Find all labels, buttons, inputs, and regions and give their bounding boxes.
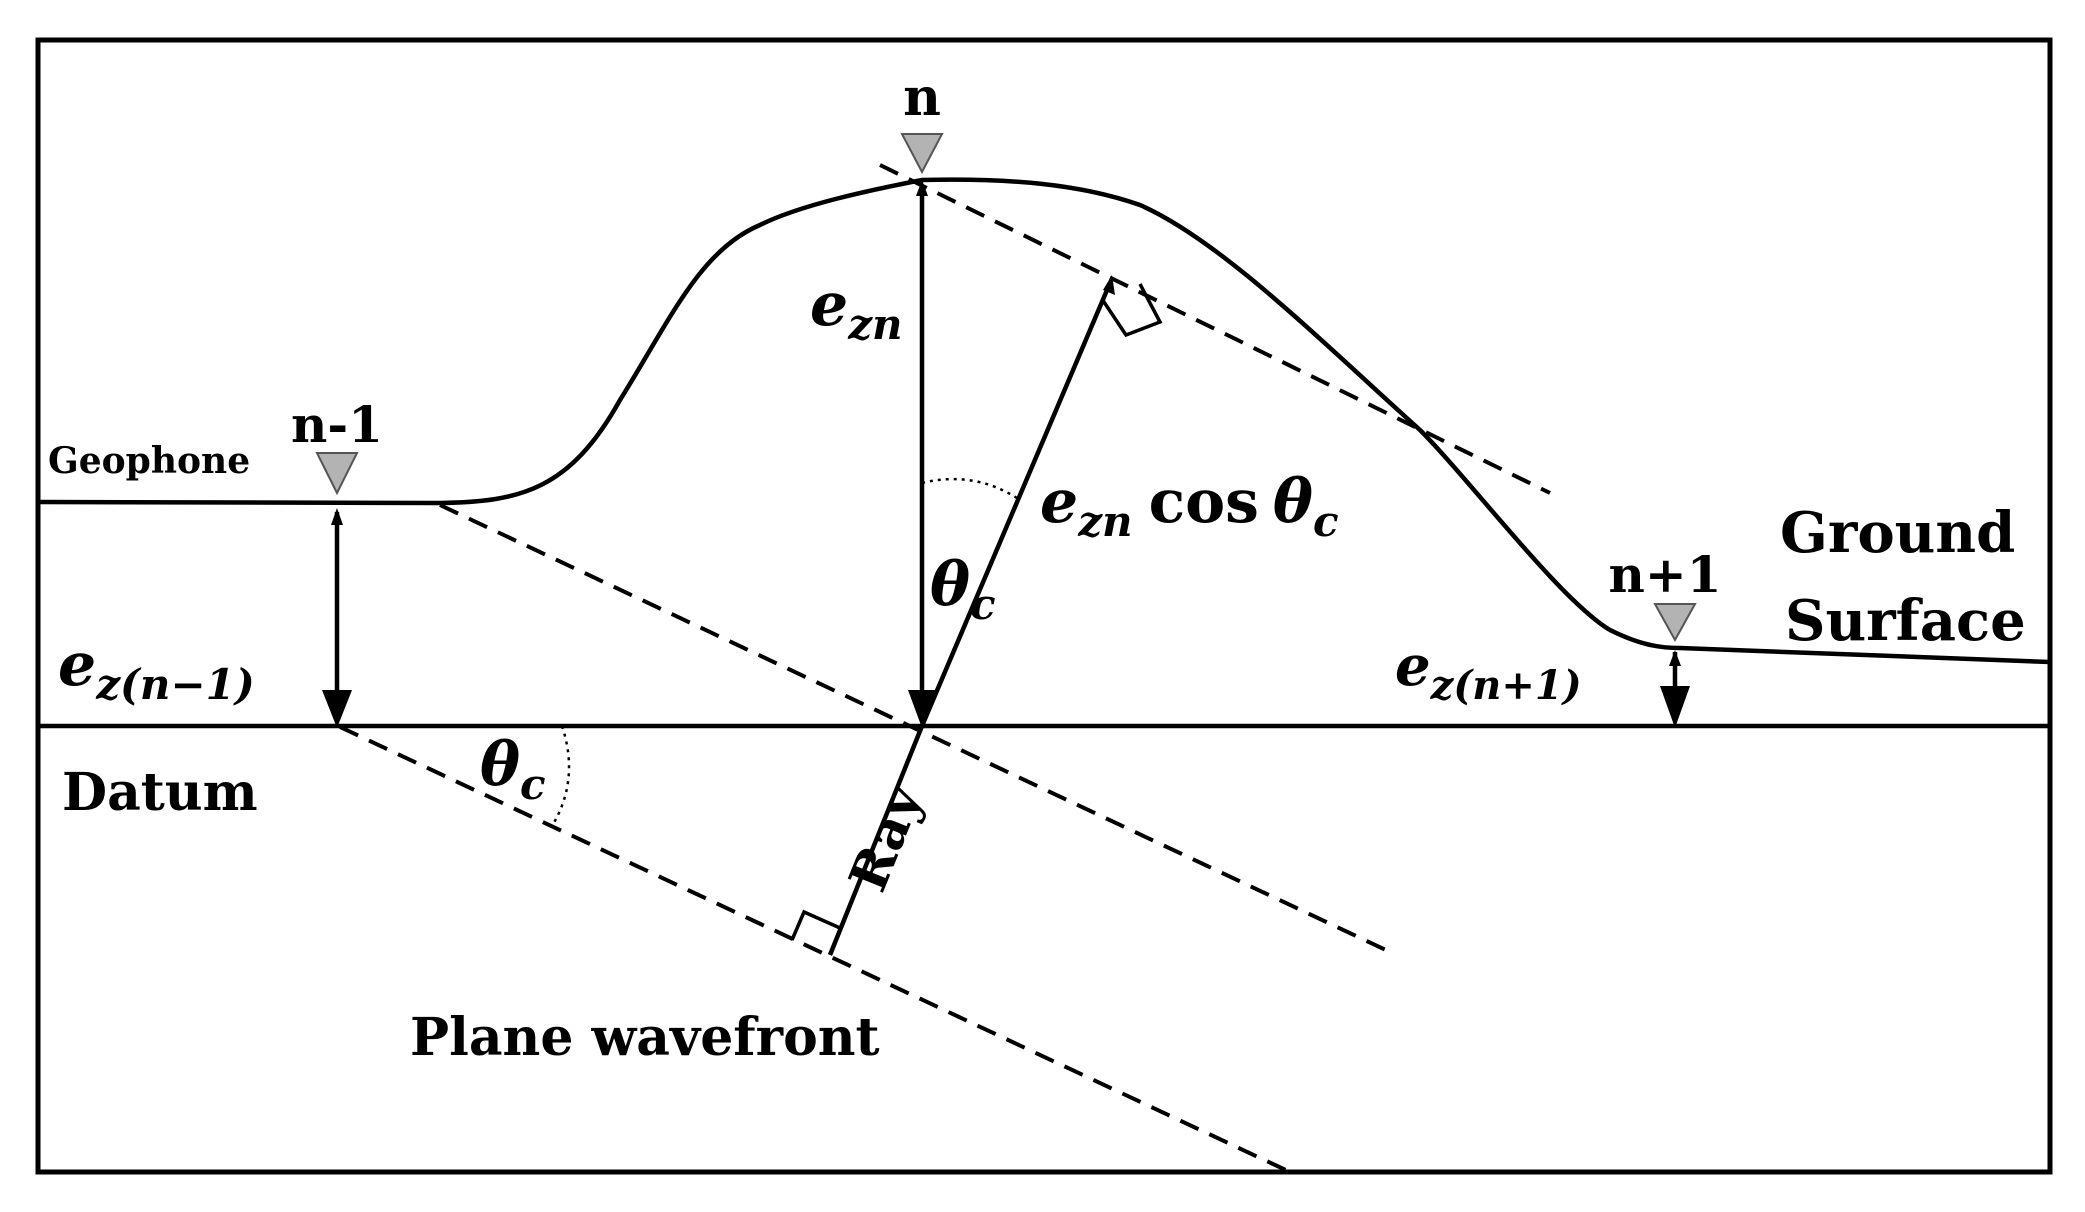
projection-arrowhead <box>1103 275 1115 295</box>
e-zn-up-arrowhead <box>916 180 928 196</box>
plane-wavefront-label: Plane wavefront <box>410 1007 880 1068</box>
geophone-n-plus-1-icon <box>1653 603 1697 643</box>
geophone-label: Geophone <box>48 440 250 482</box>
right-angle-marker-bottom <box>790 909 841 941</box>
angle-arc-upper <box>921 477 1021 502</box>
angle-arc-lower <box>550 725 571 827</box>
station-n-label: n <box>903 67 941 128</box>
ground-label: Ground <box>1780 500 2015 566</box>
datum-label: Datum <box>62 762 258 823</box>
e-z-n-minus-1-label: ez(n−1) <box>58 630 255 709</box>
ray-label: Ray <box>837 775 935 900</box>
diagram-frame <box>35 37 2053 1175</box>
e-z-n-minus-1-down-arrowhead <box>322 690 352 728</box>
theta-c-label-upper: θc <box>930 550 996 629</box>
e-z-n-plus-1-label: ez(n+1) <box>1395 633 1582 709</box>
right-angle-marker-top <box>1100 283 1163 338</box>
geophone-n-icon <box>900 133 944 175</box>
tangent-dashed-line <box>879 163 1551 495</box>
geophone-n-minus-1-icon <box>315 452 359 496</box>
wavefront-dashed-line-upper <box>439 503 1391 954</box>
surface-label: Surface <box>1785 588 2026 654</box>
e-z-n-plus-1-up-arrowhead <box>1669 650 1681 666</box>
station-n-plus-1-label: n+1 <box>1608 545 1721 604</box>
station-n-minus-1-label: n-1 <box>291 395 383 454</box>
e-zn-down-arrowhead <box>908 690 936 728</box>
ground-surface-line <box>37 177 2051 665</box>
projection-line <box>919 282 1113 727</box>
wavefront-dashed-line-lower <box>339 725 1291 1174</box>
e-z-n-minus-1-up-arrowhead <box>331 508 343 525</box>
theta-c-label-lower: θc <box>480 730 546 809</box>
ray-line <box>827 725 925 956</box>
e-zn-label: ezn <box>810 270 903 349</box>
e-z-n-plus-1-down-arrowhead <box>1660 686 1690 728</box>
